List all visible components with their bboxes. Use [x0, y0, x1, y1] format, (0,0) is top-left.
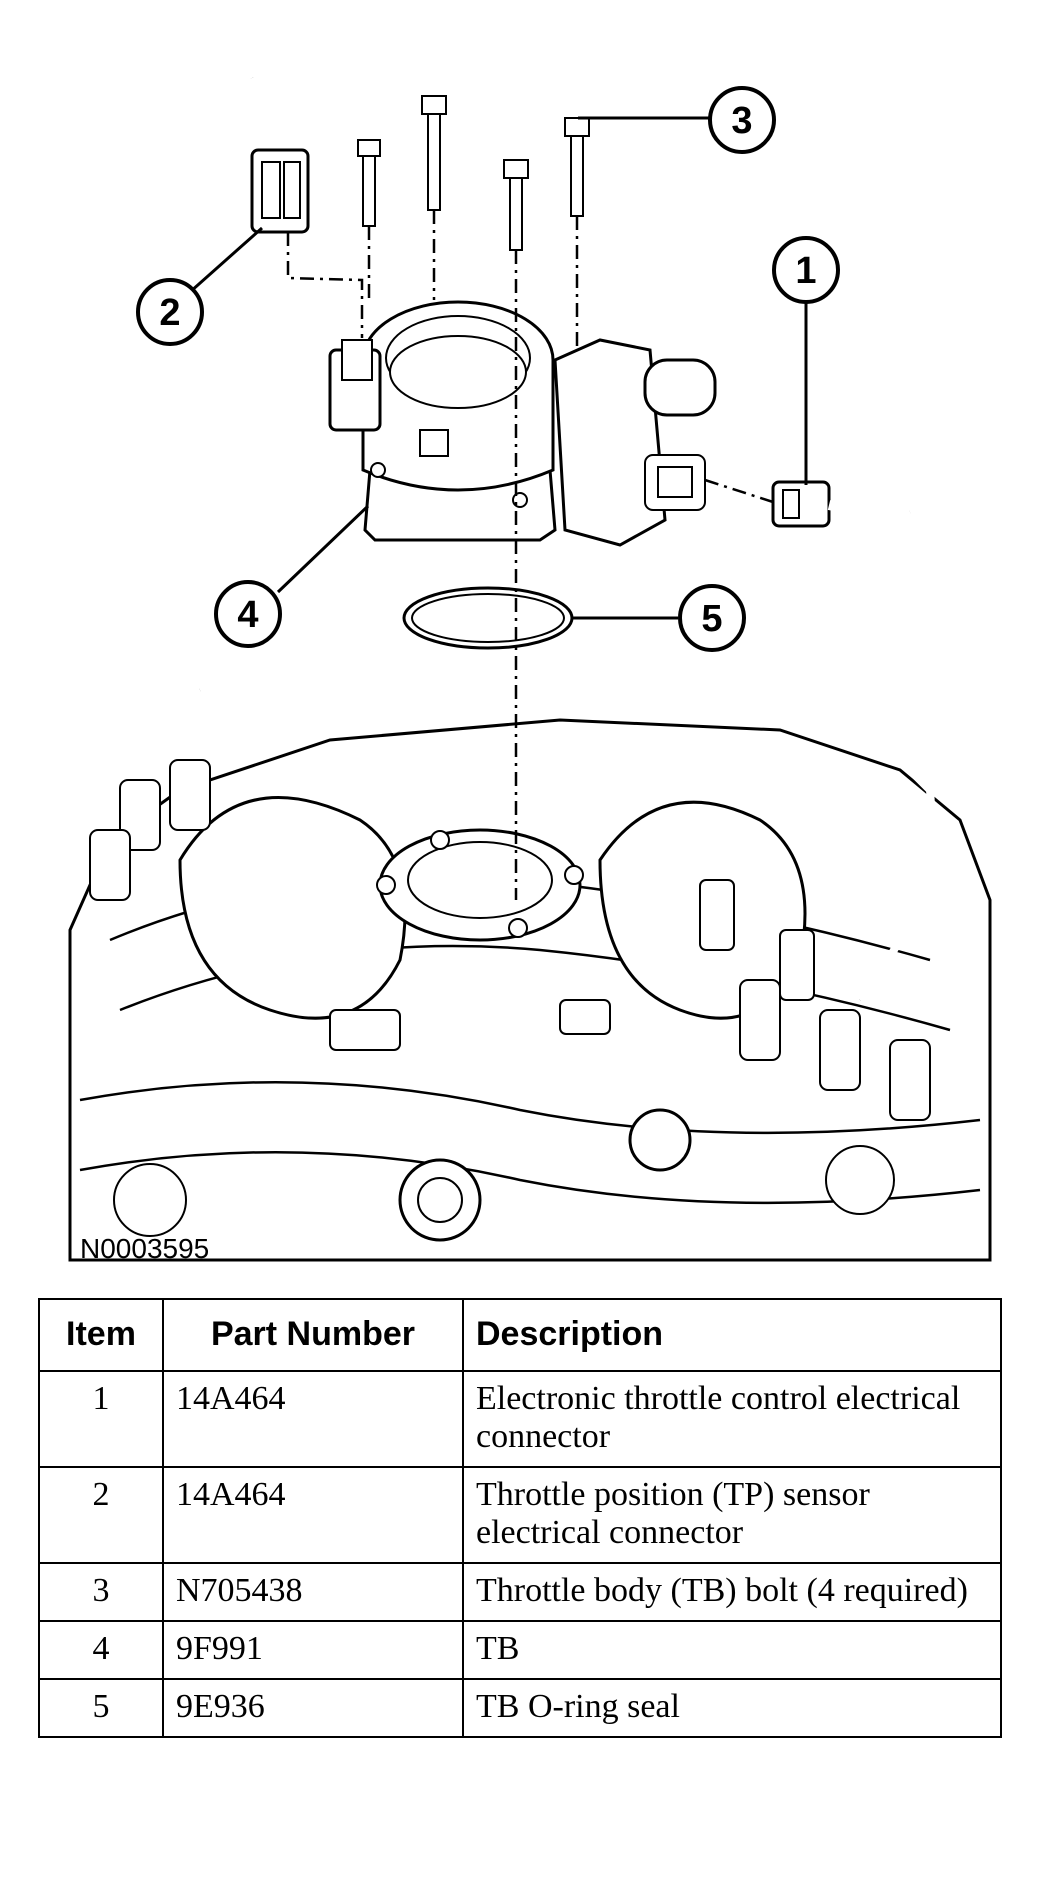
header-description: Description — [462, 1298, 1002, 1372]
callout-4-number: 4 — [237, 594, 258, 636]
row-part-number: 14A464 — [162, 1466, 464, 1564]
table-row: 4 9F991 TB — [38, 1620, 1002, 1680]
row-item: 4 — [38, 1620, 164, 1680]
callout-3: 3 — [708, 86, 776, 154]
header-part-number: Part Number — [162, 1298, 464, 1372]
row-item: 5 — [38, 1678, 164, 1738]
table-row: 5 9E936 TB O-ring seal — [38, 1678, 1002, 1738]
table-row: 1 14A464 Electronic throttle control ele… — [38, 1370, 1002, 1468]
callout-5: 5 — [678, 584, 746, 652]
row-item: 2 — [38, 1466, 164, 1564]
o-ring-seal-illustration — [402, 586, 574, 650]
intake-manifold-illustration — [68, 669, 992, 1262]
bolts-illustration — [357, 95, 590, 251]
row-part-number: N705438 — [162, 1562, 464, 1622]
callout-1: 1 — [772, 236, 840, 304]
row-part-number: 9E936 — [162, 1678, 464, 1738]
etc-connector-illustration — [771, 480, 911, 528]
figure-id: N0003595 — [80, 1233, 209, 1264]
table-row: 2 14A464 Throttle position (TP) sensor e… — [38, 1466, 1002, 1564]
callout-1-number: 1 — [795, 250, 816, 292]
row-description: TB O-ring seal — [462, 1678, 1002, 1738]
row-description: Throttle body (TB) bolt (4 required) — [462, 1562, 1002, 1622]
row-part-number: 9F991 — [162, 1620, 464, 1680]
header-item: Item — [38, 1298, 164, 1372]
throttle-body-illustration — [328, 300, 717, 547]
callout-4: 4 — [214, 580, 282, 648]
row-description: TB — [462, 1620, 1002, 1680]
table-row: 3 N705438 Throttle body (TB) bolt (4 req… — [38, 1562, 1002, 1622]
callout-3-number: 3 — [731, 100, 752, 142]
callout-2-number: 2 — [159, 292, 180, 334]
tp-sensor-connector-illustration — [247, 77, 310, 234]
callout-2: 2 — [136, 278, 204, 346]
leader-line-2 — [189, 226, 263, 294]
table-header-row: Item Part Number Description — [38, 1298, 1002, 1372]
throttle-body-exploded-diagram: 1 2 3 4 5 N0003595 — [68, 77, 992, 1264]
row-item: 3 — [38, 1562, 164, 1622]
row-description: Electronic throttle control electrical c… — [462, 1370, 1002, 1468]
row-item: 1 — [38, 1370, 164, 1468]
row-description: Throttle position (TP) sensor electrical… — [462, 1466, 1002, 1564]
callout-5-number: 5 — [701, 598, 722, 640]
leader-line-4 — [276, 504, 370, 594]
alignment-lines — [286, 210, 774, 900]
row-part-number: 14A464 — [162, 1370, 464, 1468]
parts-table: Item Part Number Description 1 14A464 El… — [38, 1298, 1002, 1738]
